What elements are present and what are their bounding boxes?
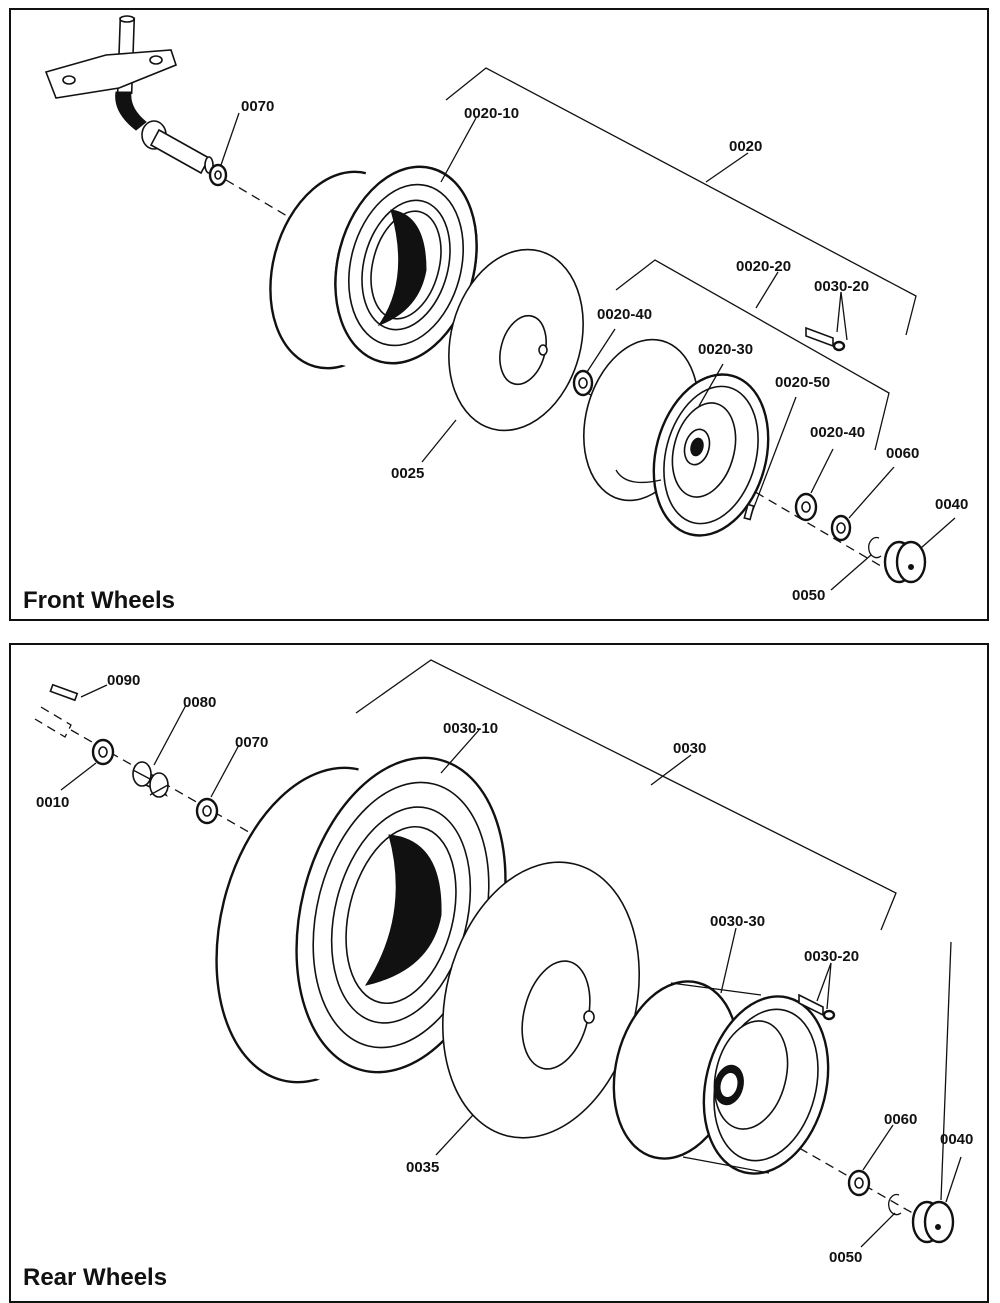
label-0040: 0040 (935, 496, 968, 513)
front-wheels-diagram: 0070 0020-10 0020 0020-20 0030-20 0020-4… (23, 15, 968, 614)
label-0020: 0020 (729, 138, 762, 155)
bracket-0020-20 (615, 259, 890, 451)
label-0060: 0060 (884, 1111, 917, 1128)
rear-wheels-title: Rear Wheels (23, 1264, 167, 1291)
washer-0060 (847, 1169, 871, 1197)
label-0090: 0090 (107, 672, 140, 689)
label-0080: 0080 (183, 694, 216, 711)
clip-0050 (888, 1193, 902, 1216)
bearing-0020-40 (572, 369, 594, 397)
cap-0040 (911, 1200, 955, 1244)
rear-wheels-diagram: 0090 0080 0070 0010 0030-10 0030 0030-30… (23, 659, 973, 1291)
label-0030-20: 0030-20 (814, 278, 869, 295)
washer-0060 (830, 514, 852, 542)
label-0070: 0070 (235, 734, 268, 751)
bearing-0020-40-b (794, 492, 818, 522)
washer-0010 (91, 738, 115, 766)
label-0020-30: 0020-30 (698, 341, 753, 358)
tire-0030-10 (215, 756, 507, 1090)
label-0020-20: 0020-20 (736, 258, 791, 275)
label-0020-40-b: 0020-40 (810, 424, 865, 441)
washer-0070 (195, 797, 219, 825)
label-0035: 0035 (406, 1159, 439, 1176)
label-0050: 0050 (829, 1249, 862, 1266)
valve-stem-0030-20 (805, 326, 846, 352)
tire-0020-10 (269, 164, 478, 376)
tube-0035 (441, 861, 641, 1139)
label-0020-10: 0020-10 (464, 105, 519, 122)
label-0020-50: 0020-50 (775, 374, 830, 391)
bracket-0030 (355, 659, 897, 931)
label-0030: 0030 (673, 740, 706, 757)
washer-0070 (208, 163, 228, 187)
clip-0050 (868, 536, 882, 559)
label-0060: 0060 (886, 445, 919, 462)
cap-0040 (883, 540, 927, 584)
label-0070: 0070 (241, 98, 274, 115)
bracket-0020 (445, 67, 917, 336)
label-0040: 0040 (940, 1131, 973, 1148)
front-wheels-panel: 0070 0020-10 0020 0020-20 0030-20 0020-4… (9, 8, 989, 621)
tube-0025 (448, 248, 584, 432)
rim-0020-30 (582, 338, 770, 537)
valve-stem-0030-20 (798, 993, 836, 1021)
label-0025: 0025 (391, 465, 424, 482)
label-0030-30: 0030-30 (710, 913, 765, 930)
axle-stub (34, 683, 79, 738)
spindle-assembly (44, 15, 214, 175)
label-0050: 0050 (792, 587, 825, 604)
label-0020-40-a: 0020-40 (597, 306, 652, 323)
front-wheels-title: Front Wheels (23, 587, 175, 614)
rear-wheels-panel: 0090 0080 0070 0010 0030-10 0030 0030-30… (9, 643, 989, 1303)
label-0010: 0010 (36, 794, 69, 811)
label-0030-10: 0030-10 (443, 720, 498, 737)
spacer-0080 (132, 761, 169, 798)
label-0030-20: 0030-20 (804, 948, 859, 965)
rim-0030-30 (612, 980, 830, 1175)
